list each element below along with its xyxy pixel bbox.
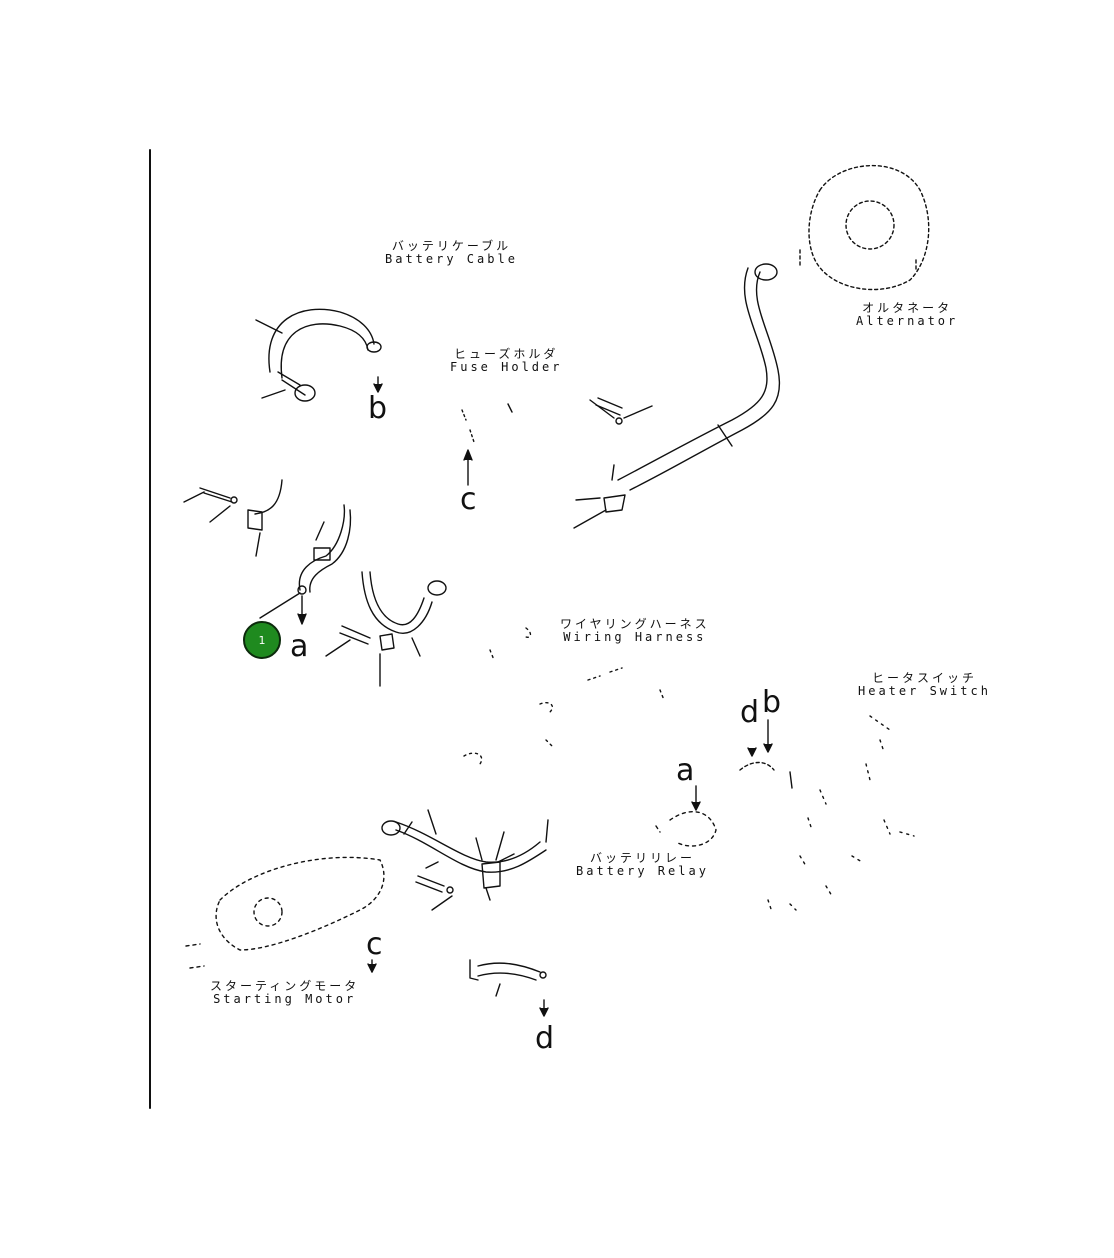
heater-switch-label-en: Heater Switch xyxy=(858,684,991,698)
heater-switch-label-jp: ヒータスイッチ xyxy=(871,671,977,685)
wiring-harness-label: ワイヤリングハーネス Wiring Harness xyxy=(560,618,710,644)
left-bracket-parts xyxy=(183,479,352,625)
battery-cable-label-jp: バッテリケーブル xyxy=(391,239,512,253)
pipe-bracket-part xyxy=(325,571,447,687)
connector-a-left: a xyxy=(290,629,309,664)
wiring-harness-label-jp: ワイヤリングハーネス xyxy=(560,617,710,631)
fuse-holder-label-en: Fuse Holder xyxy=(450,360,563,374)
alternator-label: オルタネータ Alternator xyxy=(856,302,958,328)
connector-a-relay: a xyxy=(676,753,695,788)
arrow-d-relay xyxy=(747,747,757,757)
starting-motor-part xyxy=(185,856,385,969)
part-callout-badge[interactable]: 1 xyxy=(243,621,281,659)
battery-cable-label-en: Battery Cable xyxy=(385,252,518,266)
connector-c-bottom: c xyxy=(366,927,383,962)
battery-relay-part xyxy=(655,811,717,847)
alternator-label-jp: オルタネータ xyxy=(862,301,953,315)
battery-relay-label: バッテリリレー Battery Relay xyxy=(576,852,709,878)
wiring-harness-label-en: Wiring Harness xyxy=(563,630,707,644)
connector-d-relay: d xyxy=(740,695,760,730)
heater-switch-label: ヒータスイッチ Heater Switch xyxy=(858,672,991,698)
fuse-holder-label-jp: ヒューズホルダ xyxy=(454,347,559,361)
connector-c-mid: c xyxy=(460,482,477,517)
battery-relay-label-jp: バッテリリレー xyxy=(589,851,695,865)
battery-cable-label: バッテリケーブル Battery Cable xyxy=(385,240,518,266)
battery-relay-label-en: Battery Relay xyxy=(576,864,709,878)
alternator-label-en: Alternator xyxy=(856,314,959,328)
alternator-part xyxy=(799,164,930,291)
starting-motor-label-en: Starting Motor xyxy=(213,992,357,1006)
starting-motor-label-jp: スターティングモータ xyxy=(210,979,360,993)
connector-b-top: b xyxy=(368,391,388,426)
battery-cable-part xyxy=(255,308,382,402)
connector-d-bottom: d xyxy=(535,1021,555,1056)
lower-pipe-part xyxy=(381,809,549,911)
alternator-harness-part xyxy=(573,263,781,529)
wiring-harness-part xyxy=(463,627,665,765)
heater-switch-part xyxy=(767,715,915,913)
starting-motor-label: スターティングモータ Starting Motor xyxy=(210,980,359,1006)
bottom-cable-part xyxy=(469,959,547,997)
connector-b-relay: b xyxy=(762,685,782,720)
fuse-holder-label: ヒューズホルダ Fuse Holder xyxy=(450,348,562,374)
